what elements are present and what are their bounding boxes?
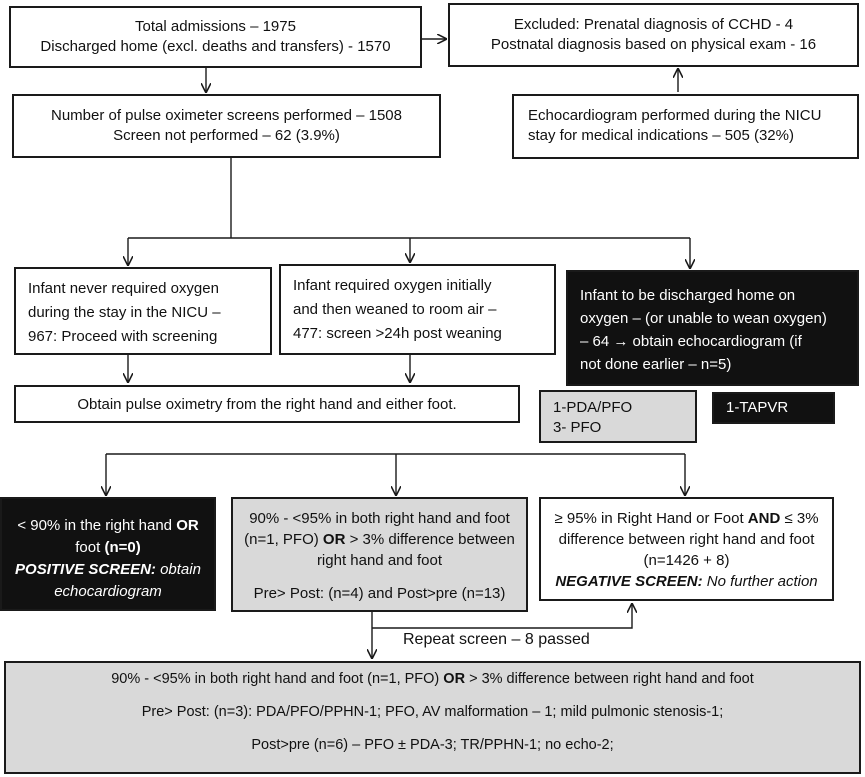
echo-performed-line1: Echocardiogram performed during the NICU bbox=[528, 107, 822, 124]
positive-screen-line4: echocardiogram bbox=[2, 581, 214, 603]
repeat-screen-label: Repeat screen – 8 passed bbox=[403, 630, 590, 650]
negative-line2: difference between right hand and foot bbox=[558, 531, 815, 548]
positive-screen-action-2: echocardiogram bbox=[54, 583, 162, 600]
tapvr-box: 1-TAPVR bbox=[712, 392, 835, 424]
obtain-pulse-ox-text: Obtain pulse oximetry from the right han… bbox=[77, 396, 457, 413]
repeat-result-line1-a: 90% - <95% in both right hand and foot (… bbox=[111, 671, 444, 687]
positive-screen-line3: POSITIVE SCREEN: obtain bbox=[2, 559, 214, 581]
total-admissions-line1: Total admissions – 1975 bbox=[135, 18, 296, 35]
echo-performed-box: Echocardiogram performed during the NICU… bbox=[512, 94, 859, 159]
total-admissions-line2: Discharged home (excl. deaths and transf… bbox=[40, 38, 391, 55]
negative-line1-c: ≤ 3% bbox=[780, 510, 819, 527]
intermediate-line4: Pre> Post: (n=4) and Post>pre (n=13) bbox=[253, 585, 506, 602]
screens-performed-line1: Number of pulse oximeter screens perform… bbox=[50, 107, 402, 124]
discharged-oxygen-box: Infant to be discharged home on oxygen –… bbox=[566, 270, 859, 386]
negative-screen-action: No further action bbox=[702, 573, 818, 590]
intermediate-line2-c: > 3% difference between bbox=[345, 531, 515, 548]
weaned-oxygen-line2: and then weaned to room air – bbox=[293, 301, 497, 318]
weaned-oxygen-line3: 477: screen >24h post weaning bbox=[293, 325, 502, 342]
discharged-oxygen-line3: – 64 → obtain echocardiogram (if bbox=[580, 333, 802, 350]
positive-screen-line1-text: < 90% in the right hand bbox=[17, 517, 177, 534]
positive-screen-line2: foot (n=0) bbox=[2, 537, 214, 559]
negative-line3: (n=1426 + 8) bbox=[643, 552, 730, 569]
positive-screen-action: obtain bbox=[155, 561, 201, 578]
discharged-oxygen-line1: Infant to be discharged home on bbox=[580, 287, 796, 304]
positive-screen-or: OR bbox=[176, 517, 199, 534]
excluded-line1: Excluded: Prenatal diagnosis of CCHD - 4 bbox=[513, 16, 794, 33]
pda-pfo-line1: 1-PDA/PFO bbox=[553, 399, 633, 416]
repeat-result-line1: 90% - <95% in both right hand and foot (… bbox=[6, 669, 859, 689]
arrow-repeat-to-negative bbox=[372, 604, 632, 629]
intermediate-line3: right hand and foot bbox=[316, 552, 443, 569]
positive-screen-count: (n=0) bbox=[104, 539, 141, 556]
positive-screen-line2-text: foot bbox=[75, 539, 105, 556]
positive-screen-label: POSITIVE SCREEN: bbox=[15, 561, 156, 578]
negative-screen-label: NEGATIVE SCREEN: bbox=[555, 573, 703, 590]
repeat-result-line3: Post>pre (n=6) – PFO ± PDA-3; TR/PPHN-1;… bbox=[251, 737, 614, 753]
pda-pfo-box: 1-PDA/PFO 3- PFO bbox=[539, 390, 697, 443]
negative-line1: ≥ 95% in Right Hand or Foot AND ≤ 3% bbox=[541, 508, 832, 529]
positive-screen-box: < 90% in the right hand OR foot (n=0) PO… bbox=[0, 497, 216, 611]
repeat-result-line1-c: > 3% difference between right hand and f… bbox=[465, 671, 754, 687]
intermediate-line1: 90% - <95% in both right hand and foot bbox=[249, 510, 510, 527]
negative-and: AND bbox=[747, 510, 781, 527]
excluded-line2: Postnatal diagnosis based on physical ex… bbox=[490, 36, 817, 53]
discharged-oxygen-line4: not done earlier – n=5) bbox=[580, 356, 732, 373]
intermediate-or: OR bbox=[322, 531, 346, 548]
never-oxygen-box: Infant never required oxygen during the … bbox=[14, 267, 272, 355]
negative-screen-box: ≥ 95% in Right Hand or Foot AND ≤ 3% dif… bbox=[539, 497, 834, 601]
intermediate-line2-a: (n=1, PFO) bbox=[244, 531, 323, 548]
screens-performed-box: Number of pulse oximeter screens perform… bbox=[12, 94, 441, 158]
excluded-box: Excluded: Prenatal diagnosis of CCHD - 4… bbox=[448, 3, 859, 67]
screens-performed-line2: Screen not performed – 62 (3.9%) bbox=[113, 127, 340, 144]
weaned-oxygen-line1: Infant required oxygen initially bbox=[293, 277, 492, 294]
pda-pfo-line2: 3- PFO bbox=[553, 419, 602, 436]
never-oxygen-line3: 967: Proceed with screening bbox=[28, 328, 218, 345]
repeat-result-box: 90% - <95% in both right hand and foot (… bbox=[4, 661, 861, 774]
never-oxygen-line1: Infant never required oxygen bbox=[28, 280, 219, 297]
positive-screen-line1: < 90% in the right hand OR bbox=[2, 515, 214, 537]
negative-line1-a: ≥ 95% in Right Hand or Foot bbox=[554, 510, 748, 527]
intermediate-screen-box: 90% - <95% in both right hand and foot (… bbox=[231, 497, 528, 612]
repeat-result-line2: Pre> Post: (n=3): PDA/PFO/PPHN-1; PFO, A… bbox=[141, 704, 724, 720]
negative-line4: NEGATIVE SCREEN: No further action bbox=[541, 571, 832, 592]
obtain-pulse-ox-box: Obtain pulse oximetry from the right han… bbox=[14, 385, 520, 423]
discharged-oxygen-line2: oxygen – (or unable to wean oxygen) bbox=[580, 310, 827, 327]
tapvr-text: 1-TAPVR bbox=[726, 399, 789, 416]
total-admissions-box: Total admissions – 1975 Discharged home … bbox=[9, 6, 422, 68]
repeat-screen-text: Repeat screen – 8 passed bbox=[403, 631, 590, 648]
weaned-oxygen-box: Infant required oxygen initially and the… bbox=[279, 264, 556, 355]
never-oxygen-line2: during the stay in the NICU – bbox=[28, 304, 221, 321]
intermediate-line2: (n=1, PFO) OR > 3% difference between bbox=[233, 529, 526, 550]
repeat-result-or: OR bbox=[443, 671, 466, 687]
echo-performed-line2: stay for medical indications – 505 (32%) bbox=[528, 127, 794, 144]
